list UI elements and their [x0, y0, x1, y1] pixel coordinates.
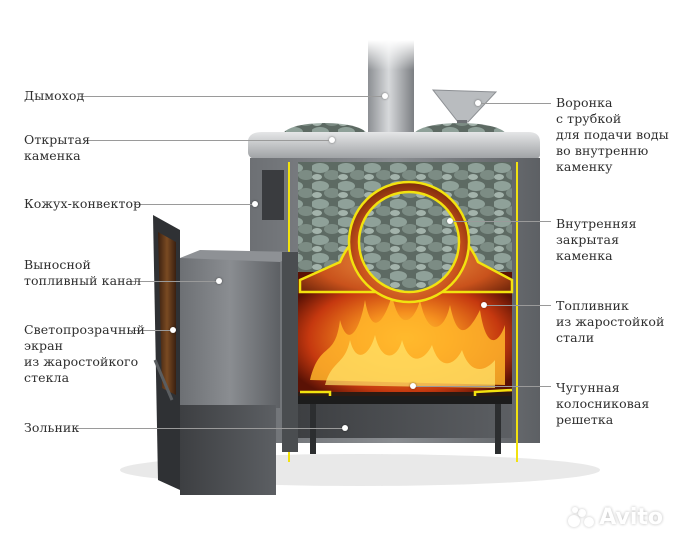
avito-logo-icon — [568, 506, 596, 529]
leader-line-inner-heater — [453, 221, 551, 222]
callout-dot-grate — [410, 383, 416, 389]
label-firebox: Топливник из жаростойкой стали — [556, 298, 665, 345]
callout-dot-glass — [170, 327, 176, 333]
leader-line-glass — [132, 330, 170, 331]
label-cast-iron-grate: Чугунная колосниковая решетка — [556, 380, 650, 427]
callout-dot-fuel-channel — [216, 278, 222, 284]
leader-line-fuel-channel — [130, 281, 216, 282]
leader-line-open-heater — [86, 140, 329, 141]
leader-line-funnel — [481, 103, 551, 104]
leader-line-casing — [134, 204, 252, 205]
leader-line-ash-pan — [75, 428, 342, 429]
label-open-heater: Открытая каменка — [24, 132, 90, 163]
label-water-funnel: Воронка с трубкой для подачи воды во вну… — [556, 95, 669, 174]
callout-dot-open-heater — [329, 137, 335, 143]
label-chimney: Дымоход — [24, 88, 85, 103]
avito-watermark: Avito — [568, 505, 663, 530]
callout-dot-chimney — [382, 93, 388, 99]
label-glass-screen: Светопрозрачный экран из жаростойкого ст… — [24, 322, 145, 385]
leader-line-chimney — [80, 96, 382, 97]
leader-line-firebox — [487, 305, 551, 306]
callout-dot-firebox — [481, 302, 487, 308]
avito-watermark-text: Avito — [599, 505, 663, 530]
callout-dot-ash-pan — [342, 425, 348, 431]
label-remote-fuel-channel: Выносной топливный канал — [24, 257, 142, 288]
label-casing-convector: Кожух-конвектор — [24, 196, 142, 211]
callout-dot-inner-heater — [447, 218, 453, 224]
leader-line-grate — [416, 386, 551, 387]
label-inner-closed-heater: Внутренняя закрытая каменка — [556, 216, 637, 263]
label-ash-pan: Зольник — [24, 420, 80, 435]
callout-dot-funnel — [475, 100, 481, 106]
callout-dot-casing — [252, 201, 258, 207]
